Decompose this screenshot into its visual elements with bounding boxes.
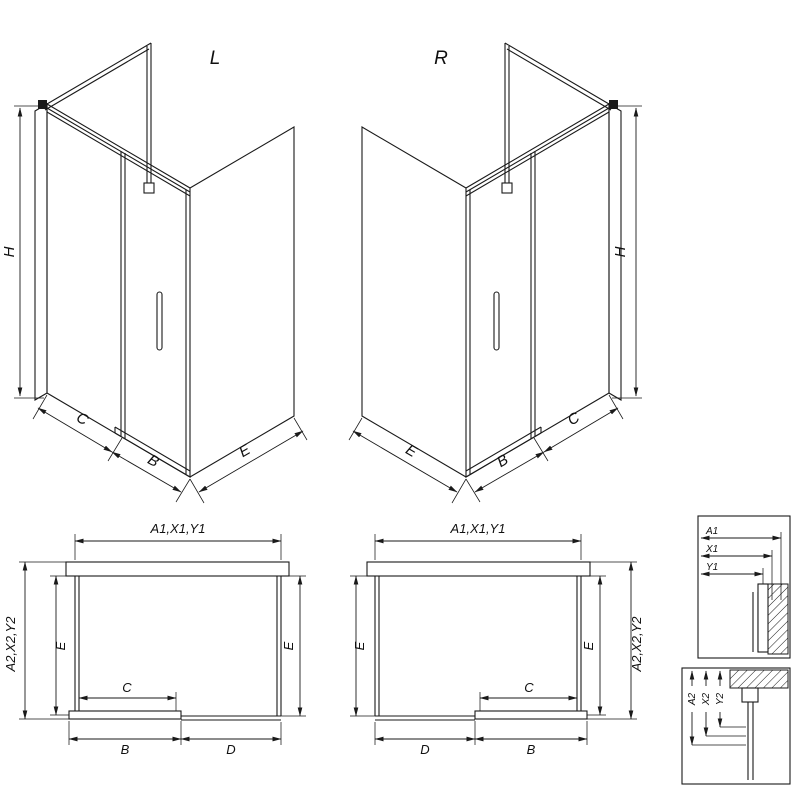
iso-right-opening-label: C [565, 409, 583, 429]
iso-right-side-label: E [403, 441, 421, 461]
detail-width-wall-profile [757, 583, 769, 653]
plan-left-door-label: B [121, 742, 130, 757]
detail-depth-reference-lines [692, 726, 746, 746]
plan-right-side-right-label: E [581, 641, 596, 650]
plan-left-fixed-label: D [226, 742, 235, 757]
plan-right-door-label: B [527, 742, 536, 757]
iso-right-variant-label: R [434, 48, 448, 69]
iso-left-variant-label: L [210, 48, 221, 69]
detail-y2-label: Y2 [715, 692, 726, 705]
labels: L H C B E R H C B E A1,X1,Y1 A2,X2,Y2 E … [1, 48, 726, 757]
detail-inset-width [697, 515, 791, 659]
plan-right-opening-label: C [524, 680, 534, 695]
plan-right-fixed-label: D [420, 742, 429, 757]
detail-a1-label: A1 [705, 526, 718, 537]
iso-right-height-label: H [612, 246, 629, 257]
plan-right-outer-depth-label: A2,X2,Y2 [629, 616, 644, 673]
plan-right-side-left-label: E [352, 641, 367, 650]
iso-left-door-label: B [145, 451, 162, 471]
detail-width-wall-section [767, 583, 789, 655]
iso-left-side-label: E [236, 441, 254, 461]
iso-left-view [14, 43, 307, 503]
iso-right-door-label: B [494, 451, 511, 471]
detail-depth-glass-panel [747, 702, 754, 780]
detail-x2-label: X2 [701, 692, 712, 706]
iso-left-opening-label: C [73, 409, 91, 429]
plan-left-side-left-label: E [53, 641, 68, 650]
detail-depth-wall-profile [741, 687, 759, 703]
plan-left-view [19, 534, 306, 745]
detail-depth-wall-section [729, 669, 789, 689]
iso-right-view [349, 43, 642, 503]
detail-inset-depth [681, 668, 791, 785]
detail-y1-label: Y1 [706, 562, 718, 573]
plan-left-side-right-label: E [281, 641, 296, 650]
plan-left-opening-label: C [122, 680, 132, 695]
iso-left-height-label: H [1, 246, 18, 257]
detail-x1-label: X1 [705, 544, 718, 555]
plan-left-outer-depth-label: A2,X2,Y2 [3, 616, 18, 673]
plan-left-width-label: A1,X1,Y1 [150, 521, 206, 536]
detail-a2-label: A2 [687, 692, 698, 706]
plan-right-view [350, 534, 637, 745]
plan-right-width-label: A1,X1,Y1 [450, 521, 506, 536]
